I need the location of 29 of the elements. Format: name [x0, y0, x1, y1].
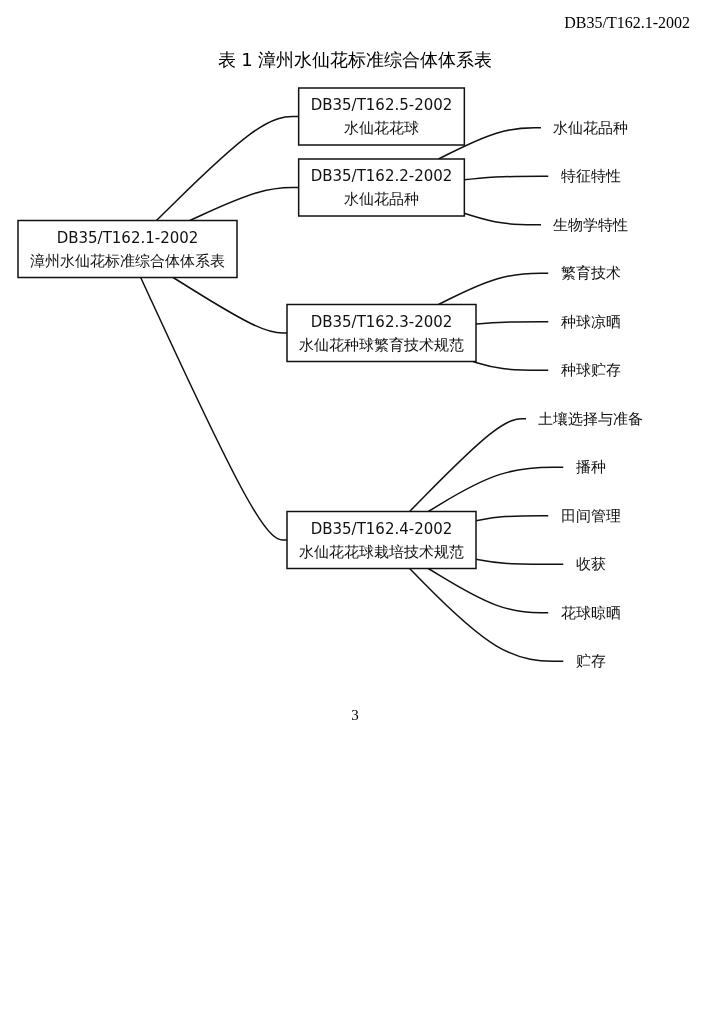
connector [408, 567, 565, 662]
connector [437, 272, 550, 306]
node-text: 繁育技术 [560, 264, 621, 282]
node-text: 贮存 [575, 652, 606, 670]
node-text: 种球凉晒 [560, 312, 621, 331]
node-text: 特征特性 [560, 167, 621, 185]
node-text: 花球晾晒 [560, 603, 621, 622]
diagram-title: 表 1 漳州水仙花标准综合体体系表 [216, 48, 494, 72]
node-text: 种球贮存 [560, 361, 621, 379]
connector [408, 418, 527, 513]
connector [437, 127, 542, 160]
connector [427, 466, 565, 513]
node-text: 土壤选择与准备 [538, 409, 643, 428]
header-text: DB35/T162.1-2002 [564, 14, 690, 31]
node-box: DB35/T162.5-2002 水仙花花球 [297, 87, 466, 146]
node-text: 播种 [575, 458, 606, 476]
node-text: 田间管理 [560, 506, 621, 525]
node-text: 水仙花品种 [553, 118, 628, 137]
node-box: DB35/T162.2-2002 水仙花品种 [297, 158, 466, 217]
connector [472, 360, 550, 371]
node-box: DB35/T162.3-2002 水仙花种球繁育技术规范 [286, 303, 477, 363]
connector [427, 567, 550, 614]
node-box: DB35/T162.4-2002 水仙花花球栽培技术规范 [286, 510, 477, 570]
page-number: 3 [351, 706, 359, 723]
connector [172, 276, 288, 334]
node-text: 收获 [575, 555, 606, 573]
connector [139, 276, 288, 541]
node-box: DB35/T162.1-2002 漳州水仙花标准综合体体系表 [17, 219, 238, 279]
node-text: 生物学特性 [553, 215, 628, 234]
